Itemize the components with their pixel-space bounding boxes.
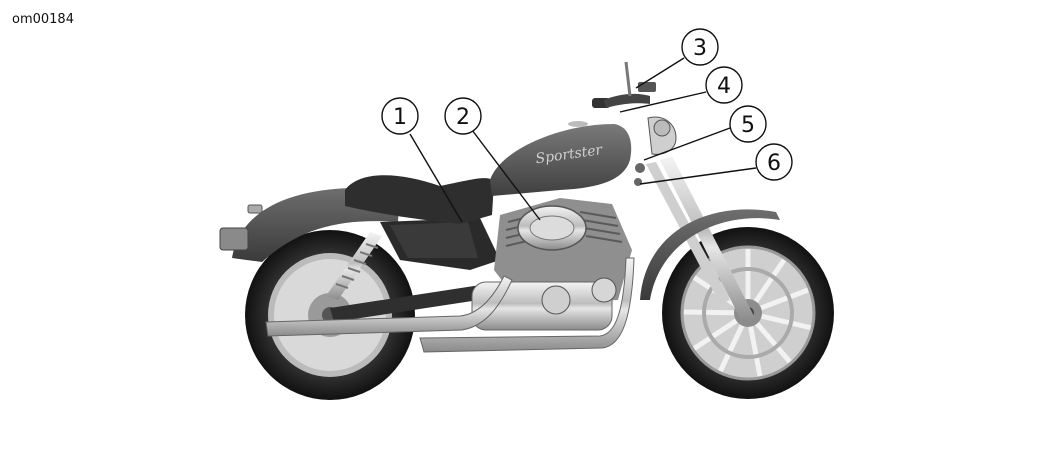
callout-1: 1 bbox=[381, 97, 419, 135]
callout-number: 1 bbox=[393, 105, 407, 130]
callout-5: 5 bbox=[729, 105, 767, 143]
leader-line-3 bbox=[635, 57, 685, 89]
callout-2: 2 bbox=[444, 97, 482, 135]
callout-number: 3 bbox=[693, 36, 707, 61]
front-fender bbox=[640, 209, 780, 300]
fuel-tank bbox=[490, 124, 632, 196]
callout-number: 6 bbox=[767, 151, 781, 176]
tail-light bbox=[219, 227, 249, 251]
callout-number: 5 bbox=[741, 113, 755, 138]
side-cover bbox=[390, 222, 478, 258]
callout-3: 3 bbox=[681, 28, 719, 66]
callout-4: 4 bbox=[705, 66, 743, 104]
callout-6: 6 bbox=[755, 143, 793, 181]
leader-line-2 bbox=[471, 129, 541, 221]
leader-line-5 bbox=[643, 127, 731, 161]
swingarm bbox=[330, 282, 505, 322]
primary-cover bbox=[471, 281, 613, 331]
engine bbox=[471, 198, 632, 331]
figure-id: om00184 bbox=[12, 12, 74, 27]
exhaust bbox=[265, 257, 635, 353]
leader-lines bbox=[409, 57, 757, 223]
callout-number: 4 bbox=[717, 74, 731, 99]
rear-wheel bbox=[245, 230, 415, 400]
fuel-cap bbox=[568, 121, 588, 127]
rear-turn-signal bbox=[247, 204, 263, 214]
leader-line-1 bbox=[409, 133, 463, 223]
leader-line-6 bbox=[639, 167, 757, 185]
callout-number: 2 bbox=[456, 105, 470, 130]
rear-shock bbox=[326, 232, 382, 300]
front-end bbox=[592, 61, 677, 186]
leader-line-4 bbox=[619, 91, 707, 113]
